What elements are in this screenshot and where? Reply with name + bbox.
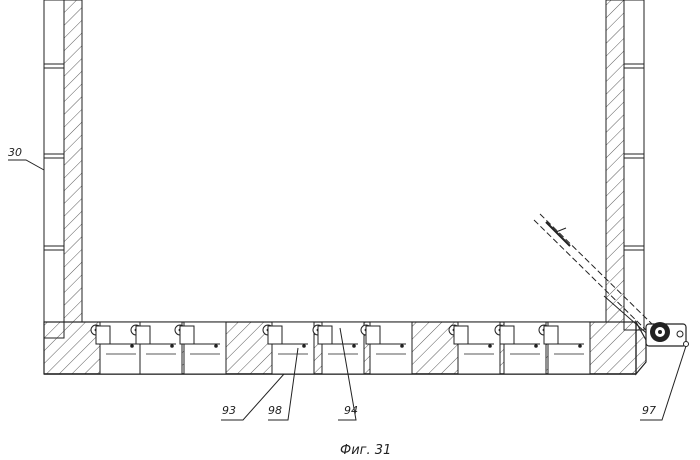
label-98: 98 bbox=[268, 404, 282, 417]
leader-lines bbox=[8, 160, 686, 420]
cell-bolt bbox=[170, 344, 174, 348]
latch-plate bbox=[318, 326, 332, 344]
cell-bolt bbox=[534, 344, 538, 348]
label-93: 93 bbox=[222, 404, 236, 417]
right-wall bbox=[606, 0, 644, 330]
cell-bolt bbox=[400, 344, 404, 348]
latch-plate bbox=[366, 326, 380, 344]
cell-bolt bbox=[302, 344, 306, 348]
latch-plate bbox=[96, 326, 110, 344]
label-30: 30 bbox=[8, 146, 22, 159]
left-wall bbox=[44, 0, 82, 338]
label-94: 94 bbox=[344, 404, 358, 417]
cell-bolt bbox=[352, 344, 356, 348]
cell-bolt bbox=[578, 344, 582, 348]
latch-plate bbox=[180, 326, 194, 344]
latch-plate bbox=[500, 326, 514, 344]
label-97: 97 bbox=[642, 404, 656, 417]
cell-bolt bbox=[130, 344, 134, 348]
latch-plate bbox=[454, 326, 468, 344]
drive-unit bbox=[646, 322, 689, 347]
latch-plate bbox=[544, 326, 558, 344]
figure-caption: Фиг. 31 bbox=[340, 443, 391, 458]
cell-bolt bbox=[488, 344, 492, 348]
cell-bolt bbox=[214, 344, 218, 348]
latch-plate bbox=[268, 326, 282, 344]
latch-plate bbox=[136, 326, 150, 344]
